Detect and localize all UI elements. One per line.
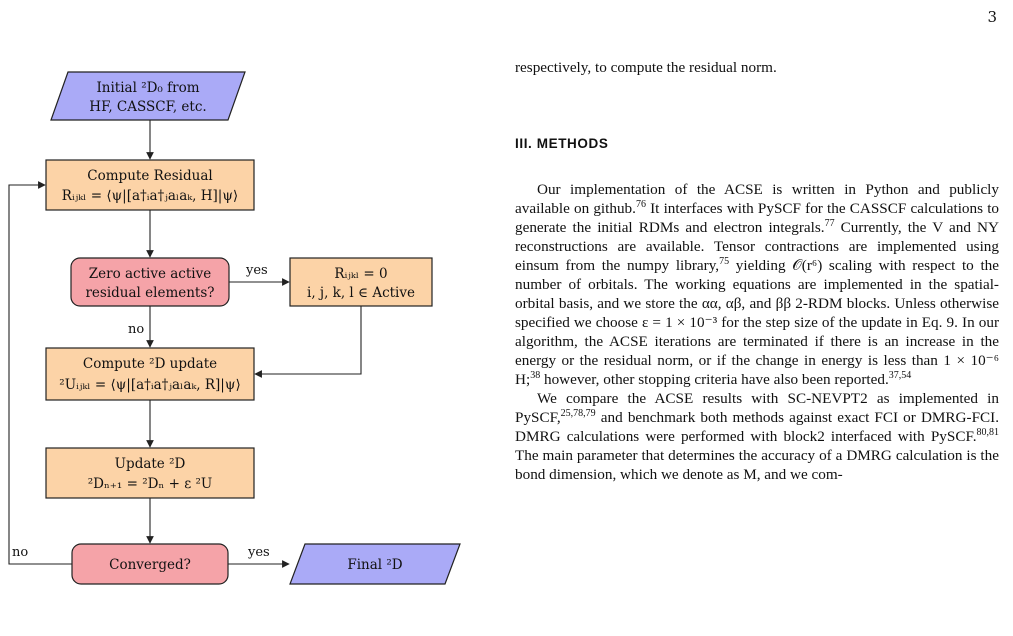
p1-text-b: It interfaces with PySCF for the CASSCF … bbox=[515, 200, 1000, 236]
citation: 37,54 bbox=[888, 369, 912, 381]
edge-zeroset-update bbox=[254, 306, 362, 378]
page-number: 3 bbox=[987, 8, 997, 26]
intro-line: respectively, to compute the residual no… bbox=[515, 59, 777, 76]
update-node: Update ²D ²Dₙ₊₁ = ²Dₙ + ε ²U bbox=[45, 447, 255, 499]
compute-update-line1: Compute ²D update bbox=[83, 356, 217, 372]
edge-label-no-converged: no bbox=[12, 545, 28, 560]
final-node: Final ²D bbox=[289, 543, 461, 585]
start-node-line1: Initial ²D₀ from bbox=[96, 80, 199, 96]
compute-update-node: Compute ²D update ²Uᵢⱼₖₗ = ⟨ψ|[a†ᵢa†ⱼaₗa… bbox=[45, 347, 255, 401]
edge-label-yes-zero: yes bbox=[245, 263, 268, 278]
p1-text-a: Our implementation of the ACSE is writte… bbox=[515, 181, 999, 217]
final-label: Final ²D bbox=[347, 557, 402, 573]
compute-update-line2: ²Uᵢⱼₖₗ = ⟨ψ|[a†ᵢa†ⱼaₗaₖ, R]|ψ⟩ bbox=[59, 377, 240, 393]
citation: 80,81 bbox=[976, 426, 1000, 438]
citation: 76 bbox=[635, 198, 646, 210]
zero-active-decision-node: Zero active active residual elements? bbox=[70, 257, 230, 307]
acse-flowchart: Initial ²D₀ from HF, CASSCF, etc. Comput… bbox=[8, 71, 461, 585]
citation: 75 bbox=[719, 255, 730, 267]
p1-text-c: Currently, the V and NY reconstructions … bbox=[515, 219, 999, 274]
citation: 38 bbox=[530, 369, 541, 381]
section-heading: III. METHODS bbox=[515, 136, 609, 151]
update-line2: ²Dₙ₊₁ = ²Dₙ + ε ²U bbox=[88, 476, 213, 492]
zero-set-line2: i, j, k, l ∈ Active bbox=[307, 285, 415, 301]
p1-text-e: however, other stopping criteria have al… bbox=[540, 371, 889, 388]
p2-text-c: The main parameter that determines the a… bbox=[515, 447, 999, 483]
edge-converged-no bbox=[8, 181, 72, 565]
compute-residual-line2: Rᵢⱼₖₗ = ⟨ψ|[a†ᵢa†ⱼaₗaₖ, H]|ψ⟩ bbox=[62, 188, 238, 204]
edge-label-yes-converged: yes bbox=[247, 545, 270, 560]
zero-set-node: Rᵢⱼₖₗ = 0 i, j, k, l ∈ Active bbox=[289, 257, 433, 307]
start-node-line2: HF, CASSCF, etc. bbox=[89, 99, 206, 115]
paragraph-implementation: Our implementation of the ACSE is writte… bbox=[515, 180, 999, 389]
paragraph-comparison: We compare the ACSE results with SC-NEVP… bbox=[515, 389, 999, 484]
start-node: Initial ²D₀ from HF, CASSCF, etc. bbox=[50, 71, 246, 121]
zero-set-line1: Rᵢⱼₖₗ = 0 bbox=[334, 266, 387, 282]
text-column: respectively, to compute the residual no… bbox=[515, 0, 999, 636]
p2-text-b: and benchmark both methods against exact… bbox=[515, 409, 999, 445]
p2-text-a: We compare the ACSE results with SC-NEVP… bbox=[515, 390, 999, 426]
methods-paragraphs: Our implementation of the ACSE is writte… bbox=[515, 180, 999, 484]
zero-active-line1: Zero active active bbox=[89, 266, 211, 282]
citation: 77 bbox=[824, 217, 835, 229]
p1-text-d: yielding 𝒪(r⁶) scaling with respect to t… bbox=[515, 257, 999, 388]
compute-residual-line1: Compute Residual bbox=[87, 168, 212, 184]
converged-decision-node: Converged? bbox=[71, 543, 229, 585]
update-line1: Update ²D bbox=[115, 456, 186, 472]
converged-label: Converged? bbox=[109, 557, 191, 573]
edge-label-no-zero: no bbox=[128, 322, 144, 337]
zero-active-line2: residual elements? bbox=[85, 285, 214, 301]
compute-residual-node: Compute Residual Rᵢⱼₖₗ = ⟨ψ|[a†ᵢa†ⱼaₗaₖ,… bbox=[45, 159, 255, 211]
citation: 25,78,79 bbox=[560, 407, 596, 419]
